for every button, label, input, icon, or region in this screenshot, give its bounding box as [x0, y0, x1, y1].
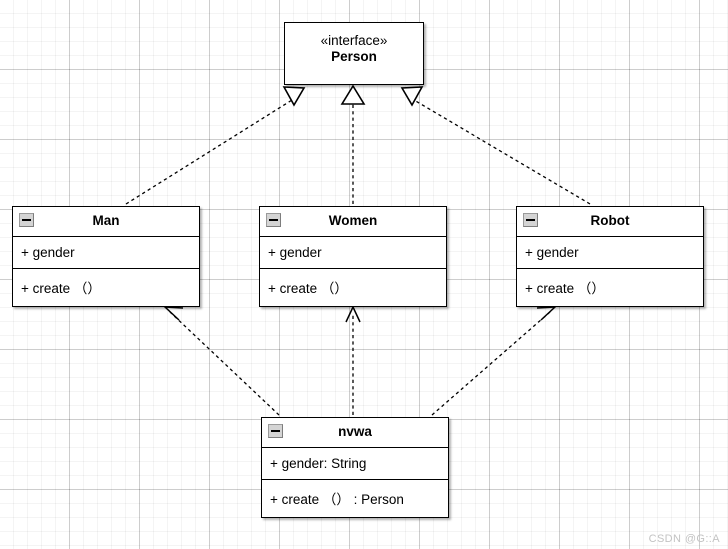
relationship-robot-person	[400, 86, 591, 205]
class-header-robot: Robot	[517, 207, 703, 236]
class-header-women: Women	[260, 207, 446, 236]
uml-class-robot[interactable]: Robot + gender + create （）	[516, 206, 704, 307]
open-arrowhead-nvwa-man	[162, 306, 184, 321]
uml-class-nvwa[interactable]: nvwa + gender: String + create （） : Pers…	[261, 417, 449, 518]
class-operation-man: + create （）	[13, 267, 199, 305]
uml-class-person[interactable]: «interface» Person	[284, 22, 424, 85]
class-attribute-man: + gender	[13, 235, 199, 268]
uml-class-man[interactable]: Man + gender + create （）	[12, 206, 200, 307]
minus-icon[interactable]	[268, 424, 283, 438]
class-operation-nvwa: + create （） : Person	[262, 478, 448, 516]
hollow-triangle-arrowhead-robot	[400, 86, 424, 107]
open-arrowhead-nvwa-women	[345, 305, 361, 323]
class-name-person: Person	[331, 48, 377, 64]
watermark-text: CSDN @G::A	[648, 533, 720, 545]
class-operation-women: + create （）	[260, 267, 446, 305]
class-stereotype-person: «interface»	[320, 33, 388, 48]
relationship-nvwa-women	[345, 305, 361, 415]
class-attribute-nvwa: + gender: String	[262, 446, 448, 479]
realization-line-robot	[413, 99, 591, 205]
uml-class-women[interactable]: Women + gender + create （）	[259, 206, 447, 307]
class-name-man: Man	[92, 213, 120, 228]
relationship-nvwa-robot	[431, 306, 558, 416]
relationship-nvwa-man	[162, 306, 280, 416]
class-name-nvwa: nvwa	[338, 424, 372, 439]
relationship-man-person	[125, 86, 306, 205]
class-header-man: Man	[13, 207, 199, 236]
minus-icon[interactable]	[19, 213, 34, 227]
class-name-women: Women	[328, 213, 378, 228]
class-header-nvwa: nvwa	[262, 418, 448, 447]
class-name-robot: Robot	[590, 213, 630, 228]
open-arrowhead-nvwa-robot	[536, 306, 558, 321]
minus-icon[interactable]	[266, 213, 281, 227]
class-operation-robot: + create （）	[517, 267, 703, 305]
hollow-triangle-arrowhead-man	[282, 86, 306, 107]
dependency-line-nvwa-robot	[431, 311, 551, 416]
class-header-person: «interface» Person	[285, 23, 423, 72]
relationship-women-person	[340, 84, 366, 204]
hollow-triangle-arrowhead-women	[340, 84, 366, 105]
class-attribute-women: + gender	[260, 235, 446, 268]
class-attribute-robot: + gender	[517, 235, 703, 268]
realization-line-man	[125, 99, 293, 205]
minus-icon[interactable]	[523, 213, 538, 227]
dependency-line-nvwa-man	[169, 311, 280, 416]
